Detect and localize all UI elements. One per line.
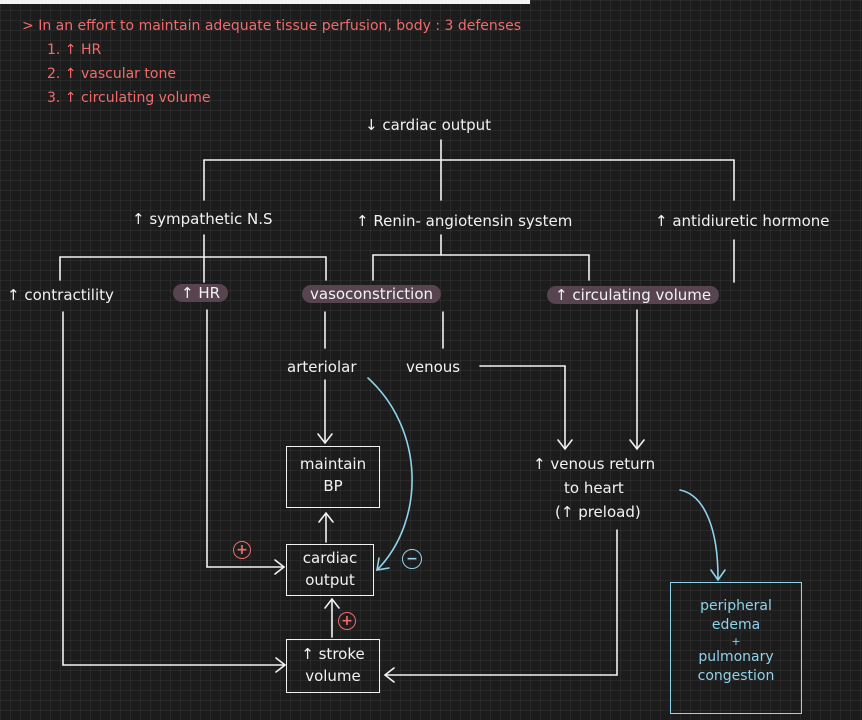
maintain-bp-line1: maintain [299, 455, 367, 473]
defense-3: 3. ↑ circulating volume [47, 90, 211, 106]
vasoconstriction-highlight: vasoconstriction [302, 285, 442, 303]
edema-line1: peripheral [700, 598, 772, 614]
hr-highlight: ↑ HR [173, 284, 229, 302]
stroke-volume-line1: ↑ stroke [301, 645, 365, 663]
edema-line4: pulmonary [698, 649, 774, 665]
cardiac-output-line1: cardiac [302, 549, 358, 567]
sympathetic-ns: ↑ sympathetic N.S [132, 210, 273, 228]
stroke-volume-line2: volume [305, 667, 361, 685]
contractility: ↑ contractility [7, 286, 114, 304]
intro-heading: > In an effort to maintain adequate tiss… [22, 17, 521, 35]
plus-sign-hr: + [233, 541, 251, 559]
cardiac-output-drop: ↓ cardiac output [365, 116, 492, 134]
triangle-bullet-icon: > [22, 18, 34, 34]
minus-sign-arteriolar: − [402, 549, 422, 569]
circulating-volume-highlight: ↑ circulating volume [547, 286, 720, 304]
stroke-volume-box: ↑ stroke volume [286, 639, 380, 693]
defense-1: 1. ↑ HR [47, 42, 102, 58]
edema-line2: edema [711, 617, 761, 633]
venous-return-line1: ↑ venous return [533, 455, 656, 473]
venous-return-line2: to heart [564, 479, 624, 497]
edema-line5: congestion [697, 668, 775, 684]
edema-line3: + [731, 635, 741, 648]
plus-sign-stroke-volume: + [338, 612, 356, 630]
cardiac-output-line2: output [305, 571, 355, 589]
maintain-bp-box: maintain BP [286, 446, 380, 508]
arteriolar-label: arteriolar [287, 358, 357, 376]
renin-angiotensin-system: ↑ Renin- angiotensin system [356, 212, 573, 230]
venous-label: venous [406, 358, 461, 376]
edema-congestion-box: peripheral edema + pulmonary congestion [670, 582, 802, 714]
venous-return-line3: (↑ preload) [555, 503, 641, 521]
antidiuretic-hormone: ↑ antidiuretic hormone [655, 212, 830, 230]
top-bar [0, 0, 530, 4]
intro-heading-text: In an effort to maintain adequate tissue… [38, 18, 521, 34]
cardiac-output-box: cardiac output [286, 544, 374, 596]
maintain-bp-line2: BP [323, 477, 343, 495]
defense-2: 2. ↑ vascular tone [47, 66, 176, 82]
